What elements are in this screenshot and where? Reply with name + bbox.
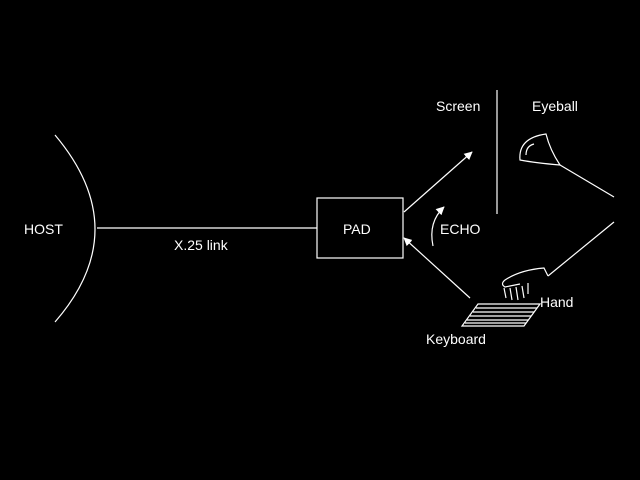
eyeball-label: Eyeball: [532, 98, 578, 114]
screen-label: Screen: [436, 98, 480, 114]
echo-label: ECHO: [440, 221, 481, 237]
echo-arrow: [431, 206, 445, 247]
hand-label: Hand: [540, 294, 573, 310]
arm-line: [547, 221, 615, 277]
keyboard-label: Keyboard: [426, 331, 486, 347]
host-label: HOST: [24, 221, 63, 237]
keyboard-to-pad-arrow: [403, 237, 471, 299]
pad-to-screen-arrow: [403, 151, 473, 213]
keyboard-icon: [460, 303, 542, 327]
hand-icon: [501, 267, 549, 301]
pad-box: [316, 197, 404, 259]
pad-label: PAD: [343, 221, 371, 237]
x25-link-label: X.25 link: [174, 237, 229, 253]
host-arc: [54, 134, 96, 323]
eyeball-icon: [519, 133, 615, 198]
